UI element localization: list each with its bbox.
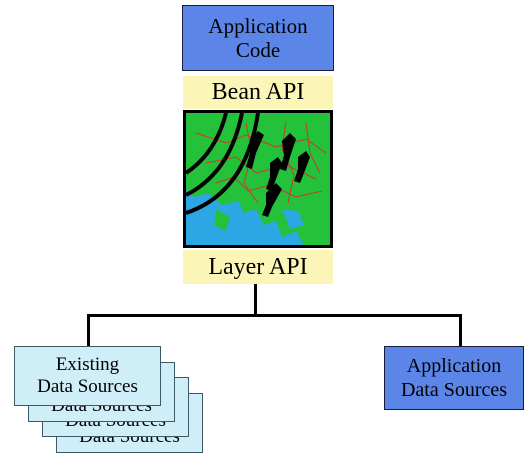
bean-api-band: Bean API (183, 76, 333, 109)
connector-vertical-main (254, 284, 257, 316)
europe-map-icon (183, 110, 333, 248)
existing-data-sources-line2: Data Sources (37, 376, 138, 397)
application-data-sources-line2: Data Sources (400, 379, 508, 401)
layer-api-band: Layer API (183, 250, 333, 284)
application-data-sources-line1: Application (406, 355, 502, 377)
application-data-sources-box: Application Data Sources (384, 346, 524, 410)
application-code-line1: Application (208, 14, 308, 38)
connector-right-drop (459, 314, 462, 346)
existing-data-sources-line1: Existing (55, 354, 120, 375)
existing-data-sources-box: Existing Data Sources (14, 346, 161, 406)
layer-api-label: Layer API (208, 253, 308, 280)
bean-api-label: Bean API (211, 79, 305, 105)
map-graphic (186, 113, 330, 245)
connector-horizontal (87, 314, 462, 317)
application-code-box: Application Code (182, 5, 334, 71)
application-code-line2: Code (235, 38, 281, 62)
connector-left-drop (87, 314, 90, 346)
